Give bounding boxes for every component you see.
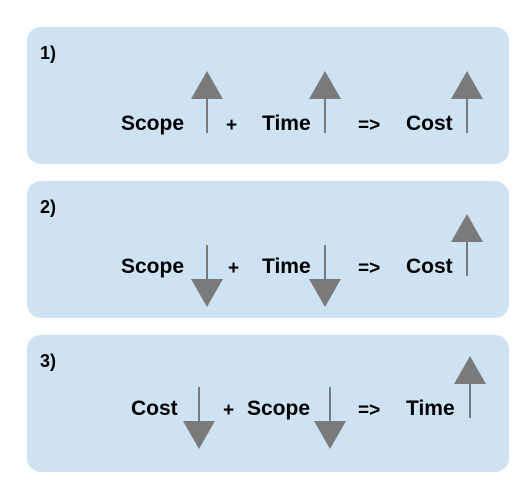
arrow-down-icon [191,245,223,307]
plus-operator: + [226,115,238,136]
plus-operator: + [223,400,235,421]
term-time: Time [262,112,311,135]
term-time: Time [406,397,455,420]
plus-operator: + [228,258,240,279]
panel-number: 3) [40,351,57,371]
implies-operator: => [358,400,381,421]
arrow-up-icon [309,71,341,133]
term-time: Time [262,255,311,278]
term-scope: Scope [121,112,185,135]
term-cost: Cost [406,112,453,135]
panel-3: 3) Cost + Scope => Time [27,335,509,472]
term-cost: Cost [131,397,178,420]
implies-operator: => [358,115,381,136]
panel-2: 2) Scope + Time => Cost [27,181,509,318]
arrow-down-icon [309,245,341,307]
term-scope: Scope [247,397,311,420]
arrow-down-icon [183,387,215,449]
term-scope: Scope [121,255,185,278]
arrow-down-icon [314,387,346,449]
term-cost: Cost [406,255,453,278]
panel-1: 1) Scope + Time => Cost [27,27,509,164]
arrow-up-icon [451,71,483,133]
arrow-up-icon [451,214,483,276]
panel-number: 2) [40,197,57,217]
arrow-up-icon [191,71,223,133]
panel-number: 1) [40,43,57,63]
implies-operator: => [358,258,381,279]
arrow-up-icon [454,356,486,418]
